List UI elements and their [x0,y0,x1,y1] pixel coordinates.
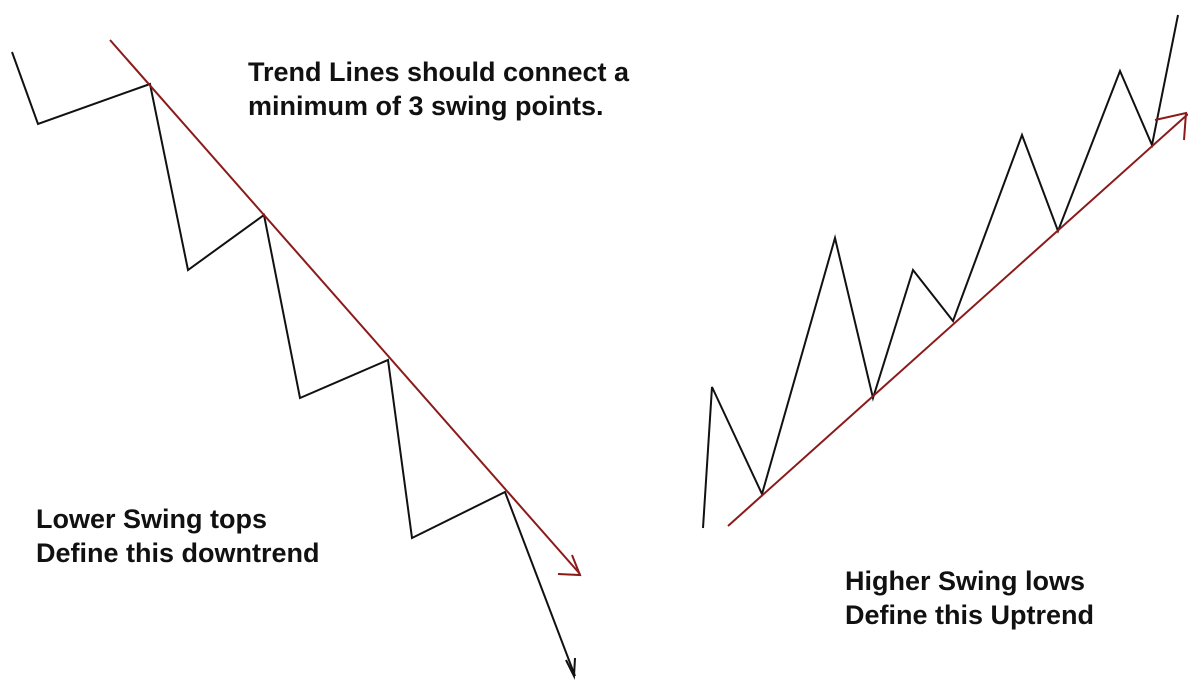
downtrend-trendline [109,39,581,575]
uptrend-trendline-arrowhead [1154,111,1188,141]
downtrend-price-line [11,51,576,677]
downtrend-trendline-arrowhead [557,554,582,577]
downtrend-price-arrow [565,657,576,680]
trendline-rule-line2: minimum of 3 swing points. [248,91,604,121]
uptrend-trendline [727,113,1188,527]
uptrend-note-line2: Define this Uptrend [845,600,1095,630]
uptrend-note-line1: Higher Swing lows [845,566,1086,596]
uptrend-note: Higher Swing lows Define this Uptrend [845,564,1094,632]
downtrend-note-line2: Define this downtrend [36,538,320,568]
downtrend-note-line1: Lower Swing tops [36,504,268,534]
trendline-rule-note: Trend Lines should connect a minimum of … [248,55,629,123]
trendline-rule-line1: Trend Lines should connect a [248,57,630,87]
uptrend-price-line [702,14,1179,529]
downtrend-note: Lower Swing tops Define this downtrend [36,502,320,570]
